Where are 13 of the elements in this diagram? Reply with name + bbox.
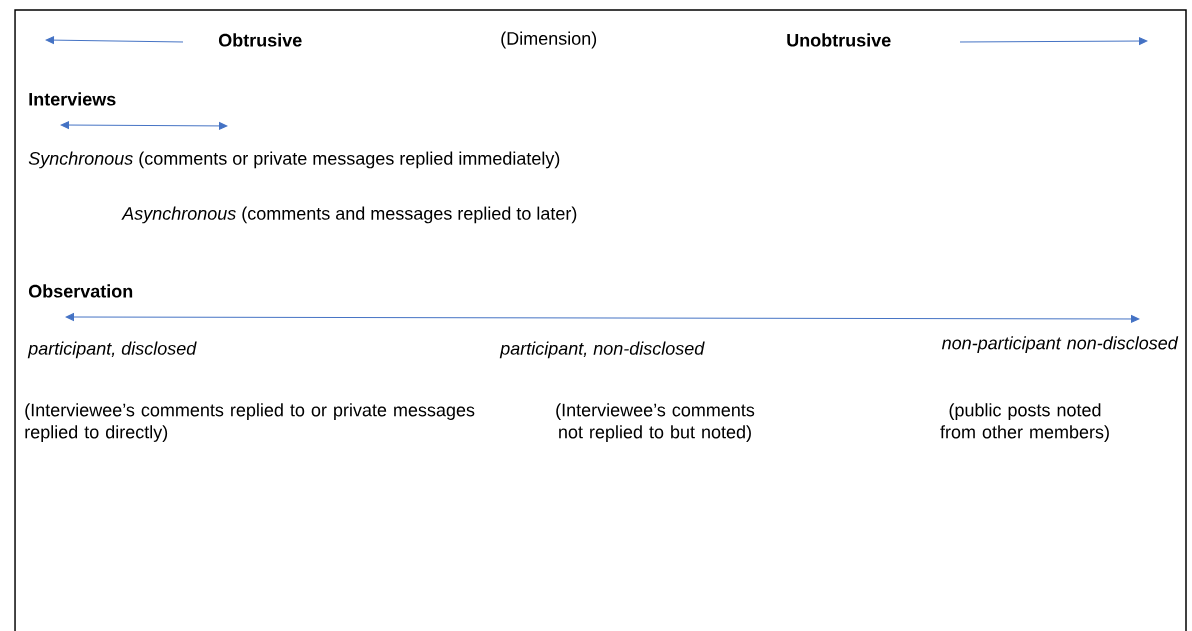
text-line: Synchronous (comments or private messages replied immediately)	[28, 151, 560, 169]
dimension-label: (Dimension)	[501, 31, 597, 49]
heading: Obtrusive	[218, 33, 302, 47]
category-label: participant, disclosed	[27, 341, 197, 359]
section-heading: Interviews	[29, 92, 116, 106]
description-text: (Interviewee’s comments not replied to but noted)	[556, 403, 755, 442]
heading: Unobtrusive	[787, 33, 891, 47]
section-heading: Observation	[28, 284, 133, 298]
text-line: Asynchronous (comments and messages replied to later)	[121, 206, 577, 224]
category-label: participant, non-disclosed	[499, 341, 705, 359]
description-text: (public posts noted from other members)	[940, 403, 1109, 442]
description-text: (Interviewee’s comments replied to or private messages replied to directly)	[25, 403, 475, 442]
category-label: non-participant non-disclosed	[941, 336, 1179, 353]
